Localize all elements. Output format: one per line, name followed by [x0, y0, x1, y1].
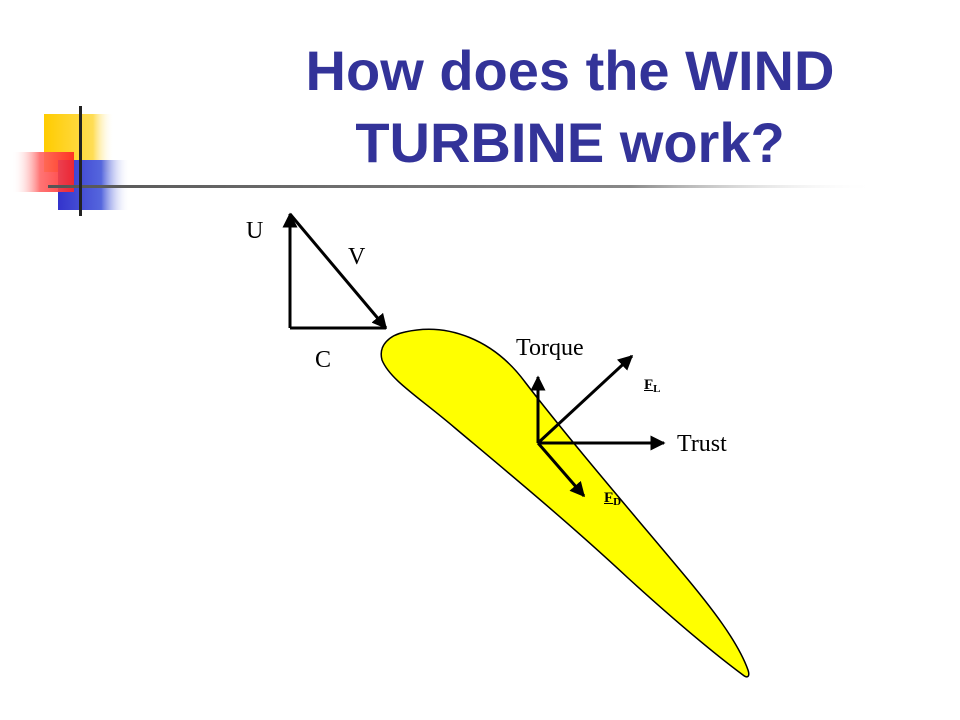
- drag-vector: [536, 442, 586, 498]
- u-label: U: [246, 218, 264, 244]
- title-rule: [48, 185, 878, 188]
- lift-force-subscript: L: [653, 383, 661, 395]
- trust-label: Trust: [677, 431, 727, 457]
- v-vector: [288, 213, 388, 330]
- drag-force-symbol: F: [604, 490, 614, 506]
- title-line-1: How does the WIND: [305, 39, 835, 102]
- lift-force-label: FL: [644, 377, 661, 397]
- title-line-2: TURBINE work?: [355, 111, 785, 174]
- drag-force-label: FD: [604, 490, 621, 510]
- c-label: C: [315, 347, 332, 373]
- airfoil-blade: [380, 328, 750, 678]
- v-label: V: [348, 244, 366, 270]
- lift-vector: [536, 354, 634, 445]
- lift-force-symbol: F: [644, 377, 654, 393]
- torque-label: Torque: [516, 335, 584, 361]
- drag-force-subscript: D: [613, 496, 622, 508]
- deco-vertical-rule: [79, 106, 82, 216]
